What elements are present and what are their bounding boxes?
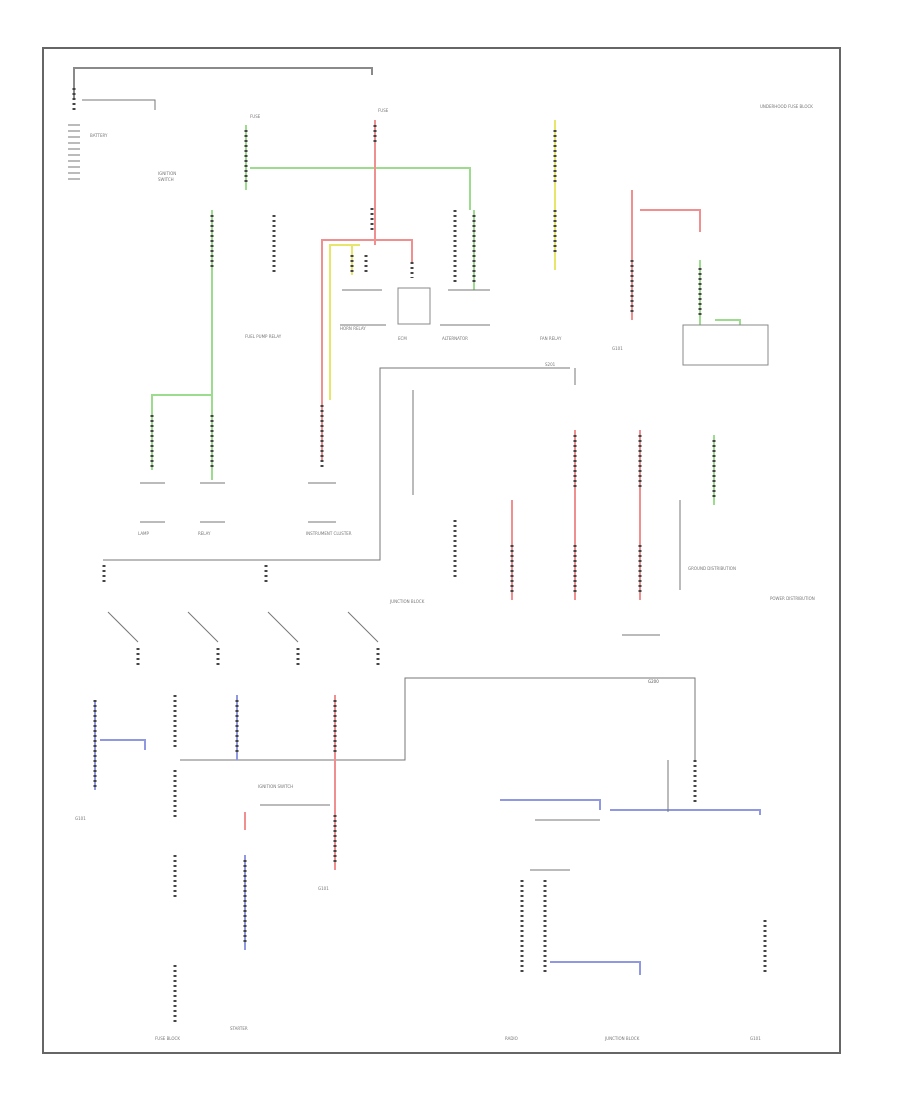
right-top-circuit: UNDERHOOD FUSE BLOCK G101 bbox=[612, 104, 813, 366]
fuel-pump-relay-label: FUEL PUMP RELAY bbox=[245, 334, 282, 339]
underhood-fuse-block-label: UNDERHOOD FUSE BLOCK bbox=[760, 104, 813, 109]
alternator-label: ALTERNATOR bbox=[442, 336, 468, 341]
svg-text:SWITCH: SWITCH bbox=[158, 177, 174, 182]
relay-row: HORN RELAY ECM ALTERNATOR FAN RELAY bbox=[340, 210, 562, 341]
green-feed-circuit: FUSE IGNITION SWITCH bbox=[158, 114, 476, 290]
svg-text:G101: G101 bbox=[612, 346, 623, 351]
mid-vertical-feeds: JUNCTION BLOCK GROUND DISTRIBUTION POWER… bbox=[389, 430, 815, 604]
starter-label: STARTER bbox=[230, 1026, 248, 1031]
instrument-cluster-label: INSTRUMENT CLUSTER bbox=[306, 531, 352, 536]
radio-label: RADIO bbox=[505, 1036, 518, 1041]
left-green-feeds: FUEL PUMP RELAY bbox=[150, 210, 282, 480]
lower-right-circuits: RADIO JUNCTION BLOCK G101 bbox=[500, 690, 767, 1041]
relay-label: RELAY bbox=[198, 531, 211, 536]
battery-feed: BATTERY bbox=[68, 67, 373, 180]
lamp-label: LAMP bbox=[138, 531, 150, 536]
lower-left-circuits: G101 FUSE BLOCK STARTER bbox=[75, 695, 248, 1041]
power-ground-label: G101 bbox=[318, 886, 329, 891]
lower-bus: G200 bbox=[180, 677, 696, 761]
fuse-block-label: FUSE BLOCK bbox=[155, 1036, 180, 1041]
grounds-label: GROUND DISTRIBUTION bbox=[688, 566, 736, 571]
svg-text:FUSE: FUSE bbox=[250, 114, 261, 119]
lower-junction-label: JUNCTION BLOCK bbox=[604, 1036, 640, 1041]
fan-relay-label: FAN RELAY bbox=[540, 336, 562, 341]
ignition-switch-label: IGNITION SWITCH bbox=[258, 784, 293, 789]
svg-text:G200: G200 bbox=[648, 679, 659, 684]
lower-ground-label: G101 bbox=[750, 1036, 761, 1041]
splice-label: S201 bbox=[545, 362, 556, 367]
svg-text:FUSE: FUSE bbox=[378, 108, 389, 113]
svg-text:IGNITION: IGNITION bbox=[158, 171, 176, 176]
mid-ground-symbols: LAMP RELAY INSTRUMENT CLUSTER bbox=[138, 482, 660, 636]
ecm-label: ECM bbox=[398, 336, 407, 341]
battery-label: BATTERY bbox=[90, 133, 108, 138]
lower-mid-circuits: IGNITION SWITCH G101 bbox=[243, 695, 337, 950]
diagram-frame bbox=[42, 47, 841, 1054]
yellow-circuit bbox=[320, 120, 557, 470]
ground-label: G101 bbox=[75, 816, 86, 821]
horn-relay-label: HORN RELAY bbox=[340, 326, 366, 331]
mid-bus: S201 bbox=[103, 362, 576, 561]
battery-symbol bbox=[68, 124, 80, 180]
switch-bank bbox=[102, 565, 380, 665]
junction-label: JUNCTION BLOCK bbox=[389, 599, 425, 604]
red-feed-circuit: FUSE bbox=[321, 108, 413, 460]
power-distribution-label: POWER DISTRIBUTION bbox=[770, 596, 815, 601]
